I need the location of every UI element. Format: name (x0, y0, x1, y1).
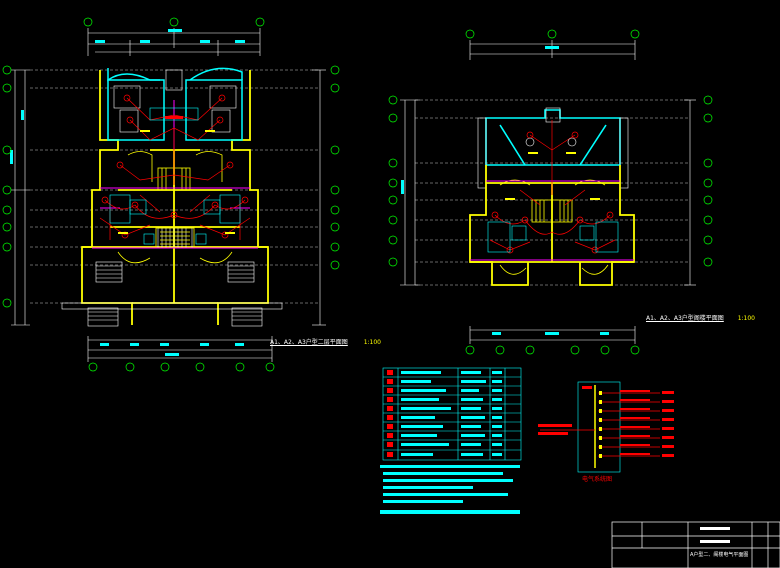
left-plan-title: A1、A2、A3户型二层平面图 1:100 (270, 337, 381, 346)
right-plan-title-text: A1、A2、A3户型阁楼平面图 (646, 315, 724, 322)
right-plan-title: A1、A2、A3户型阁楼平面图 1:100 (646, 313, 755, 322)
riser-caption-text: 电气系统图 (582, 476, 613, 483)
title-block-name-text: A户型二、阁楼电气平面图 (690, 552, 749, 558)
design-notes (380, 465, 520, 514)
right-plan-scale: 1:100 (737, 315, 755, 322)
riser-diagram (538, 381, 674, 473)
right-floor-plan (388, 29, 713, 355)
left-floor-plan (2, 17, 340, 372)
equipment-legend-table (382, 367, 522, 461)
left-plan-scale: 1:100 (363, 339, 381, 346)
riser-diagram-caption: 电气系统图 (582, 474, 612, 483)
title-block (611, 521, 780, 568)
title-block-name: A户型二、阁楼电气平面图 (690, 551, 748, 558)
left-plan-title-text: A1、A2、A3户型二层平面图 (270, 339, 348, 346)
